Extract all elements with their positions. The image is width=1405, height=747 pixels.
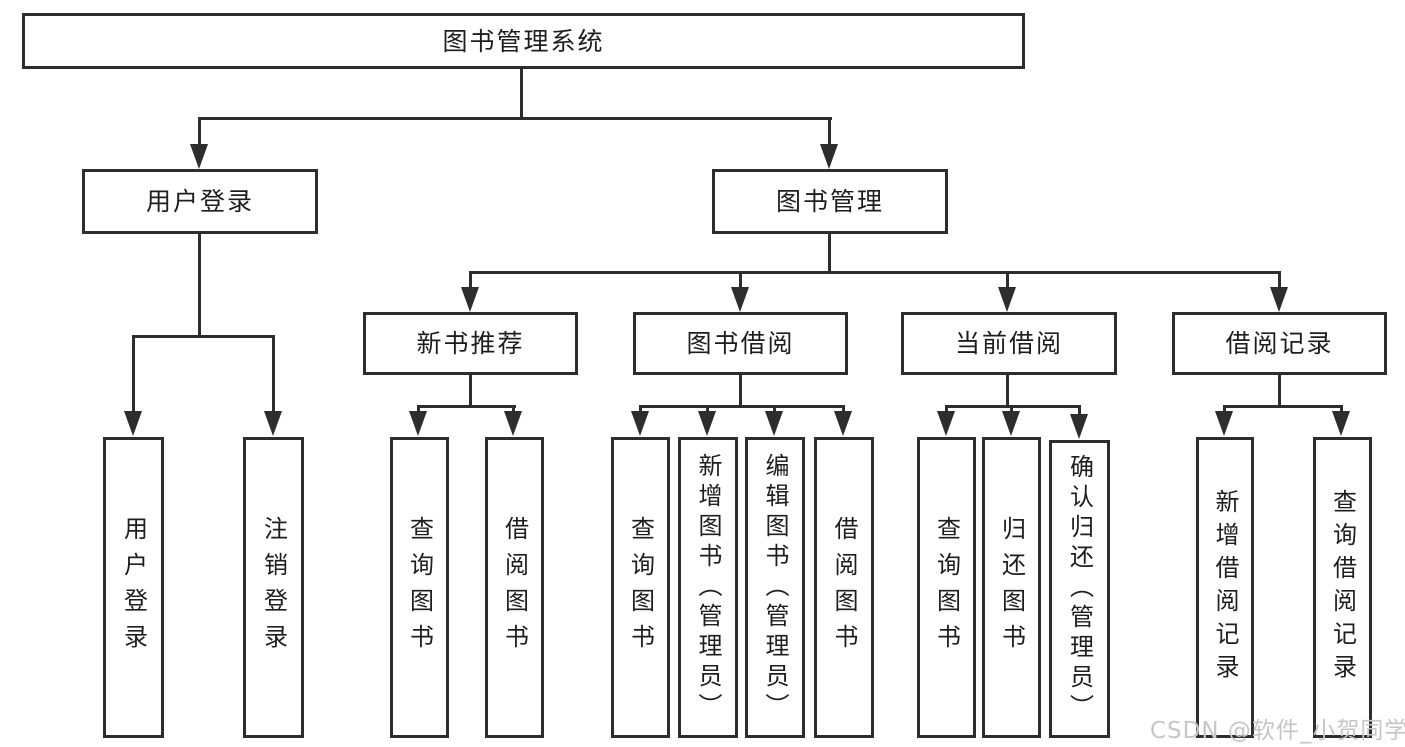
arrow-down-icon: [190, 144, 208, 169]
connector-line: [469, 271, 1281, 274]
connector-line: [520, 69, 523, 118]
arrow-down-icon: [409, 411, 427, 436]
leaf-add-borrow-record: 新增借阅记录: [1196, 437, 1254, 738]
connector-line: [739, 375, 742, 408]
arrow-down-icon: [264, 411, 282, 436]
connector-line: [417, 405, 420, 414]
arrow-down-icon: [504, 411, 522, 436]
connector-line: [198, 117, 201, 146]
arrow-down-icon: [765, 411, 783, 436]
arrow-down-icon: [698, 411, 716, 436]
connector-line: [469, 271, 472, 289]
arrow-down-icon: [1070, 414, 1088, 439]
connector-line: [1223, 405, 1226, 414]
node-book-management: 图书管理: [712, 169, 948, 234]
connector-line: [1078, 405, 1081, 414]
connector-line: [1278, 375, 1281, 408]
node-user-login: 用户登录: [82, 169, 318, 234]
leaf-user-login: 用户登录: [103, 437, 164, 738]
connector-line: [828, 117, 831, 146]
connector-line: [639, 405, 642, 414]
connector-line: [198, 234, 201, 338]
leaf-query-books-recommend: 查询图书: [390, 437, 449, 738]
connector-line: [1278, 271, 1281, 289]
arrow-down-icon: [1215, 411, 1233, 436]
arrow-down-icon: [1002, 411, 1020, 436]
connector-line: [945, 405, 948, 414]
arrow-down-icon: [124, 411, 142, 436]
arrow-down-icon: [1332, 411, 1350, 436]
node-borrowing-records: 借阅记录: [1172, 312, 1387, 375]
leaf-query-books-borrowing: 查询图书: [611, 437, 670, 738]
arrow-down-icon: [1270, 287, 1288, 312]
connector-line: [1006, 271, 1009, 289]
arrow-down-icon: [834, 411, 852, 436]
leaf-borrow-books-recommend: 借阅图书: [485, 437, 544, 738]
connector-line: [706, 405, 709, 414]
connector-line: [773, 405, 776, 414]
arrow-down-icon: [820, 144, 838, 169]
arrow-down-icon: [461, 287, 479, 312]
node-library-system: 图书管理系统: [22, 13, 1025, 69]
arrow-down-icon: [998, 287, 1016, 312]
connector-line: [945, 405, 1081, 408]
leaf-logout: 注销登录: [243, 437, 304, 738]
node-book-borrowing: 图书借阅: [633, 312, 848, 375]
leaf-confirm-return-admin: 确认归还（管理员）: [1049, 440, 1110, 738]
connector-line: [512, 405, 515, 414]
arrow-down-icon: [937, 411, 955, 436]
leaf-add-books-admin: 新增图书（管理员）: [678, 437, 738, 738]
arrow-down-icon: [631, 411, 649, 436]
leaf-query-borrow-record: 查询借阅记录: [1313, 437, 1372, 738]
connector-line: [132, 335, 135, 413]
connector-line: [1006, 375, 1009, 408]
connector-line: [132, 335, 275, 338]
connector-line: [639, 405, 845, 408]
leaf-borrow-books-borrowing: 借阅图书: [814, 437, 874, 738]
csdn-watermark: CSDN @软件_小贺同学: [1150, 718, 1405, 744]
connector-line: [272, 335, 275, 413]
node-current-borrowing: 当前借阅: [901, 312, 1117, 375]
connector-line: [1010, 405, 1013, 414]
arrow-down-icon: [731, 287, 749, 312]
connector-line: [739, 271, 742, 289]
connector-line: [417, 405, 516, 408]
connector-line: [469, 375, 472, 408]
connector-line: [1223, 405, 1343, 408]
connector-line: [1340, 405, 1343, 414]
leaf-return-books: 归还图书: [982, 437, 1041, 738]
connector-line: [842, 405, 845, 414]
leaf-query-books-current: 查询图书: [917, 437, 976, 738]
connector-line: [198, 117, 832, 120]
leaf-edit-books-admin: 编辑图书（管理员）: [745, 437, 805, 738]
node-new-book-recommendation: 新书推荐: [363, 312, 578, 375]
connector-line: [828, 234, 831, 274]
